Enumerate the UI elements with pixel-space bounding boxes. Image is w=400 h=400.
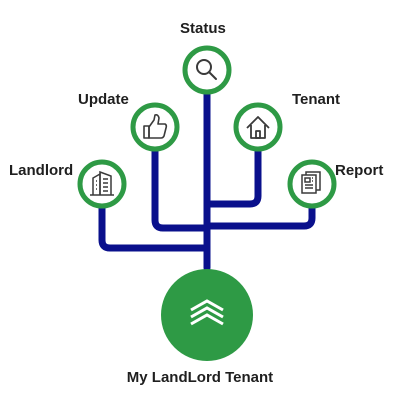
chevrons-up-icon — [190, 299, 224, 326]
node-tenant — [233, 102, 283, 152]
node-update — [130, 102, 180, 152]
connector-landlord — [98, 202, 211, 252]
connector-lines — [98, 88, 316, 272]
label-tenant: Tenant — [292, 91, 341, 108]
node-landlord — [77, 159, 127, 209]
connector-report — [203, 202, 316, 230]
label-update: Update — [78, 91, 129, 108]
node-landlord-ring — [77, 159, 127, 209]
node-tenant-ring — [233, 102, 283, 152]
building-icon — [90, 170, 114, 196]
node-status — [182, 45, 232, 95]
root-node — [161, 269, 253, 361]
node-report — [287, 159, 337, 209]
document-icon — [301, 171, 321, 194]
node-status-ring — [182, 45, 232, 95]
home-icon — [246, 116, 270, 139]
root-label: My LandLord Tenant — [126, 369, 274, 386]
connector-update — [151, 144, 211, 232]
label-status: Status — [180, 20, 226, 37]
node-update-ring — [130, 102, 180, 152]
connector-tenant — [203, 144, 262, 208]
label-landlord: Landlord — [9, 162, 74, 179]
label-report: Report — [335, 162, 384, 179]
node-report-ring — [287, 159, 337, 209]
thumbs-up-icon — [143, 114, 168, 139]
search-icon — [196, 59, 217, 80]
